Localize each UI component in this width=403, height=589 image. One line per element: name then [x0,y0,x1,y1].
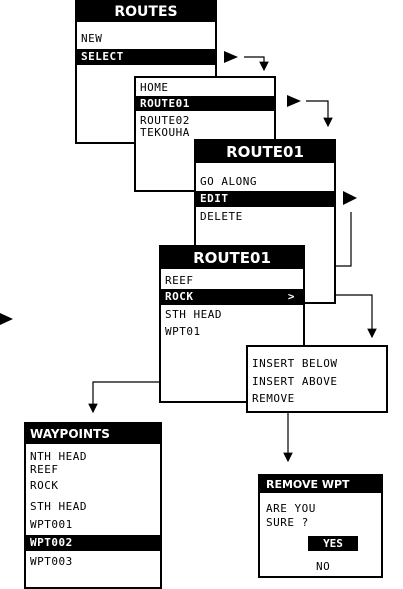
waypoint-item-rock-label: ROCK [165,290,194,303]
waypoint-row-wpt001[interactable]: WPT001 [30,518,73,531]
pointer-left-edge [0,313,13,325]
pointer-select [224,51,238,63]
chevron-right-icon: > [287,290,295,303]
waypoints-screen: WAYPOINTS NTH HEAD REEF ROCK STH HEAD WP… [24,422,162,589]
waypoint-row-reef[interactable]: REEF [30,463,59,476]
waypoint-item-wpt01[interactable]: WPT01 [165,325,201,338]
waypoint-row-rock[interactable]: ROCK [30,479,59,492]
waypoint-row-nth-head[interactable]: NTH HEAD [30,450,87,463]
menu-item-go-along[interactable]: GO ALONG [200,175,257,188]
confirm-question-line1: ARE YOU [266,502,316,515]
remove-wpt-screen: REMOVE WPT ARE YOU SURE ? YES NO [258,474,383,578]
waypoint-row-sth-head[interactable]: STH HEAD [30,500,87,513]
route-item-tekouha[interactable]: TEKOUHA [140,126,190,139]
menu-item-insert-above[interactable]: INSERT ABOVE [252,375,338,388]
arrow-route-to-menu [306,100,333,128]
waypoint-item-reef[interactable]: REEF [165,274,194,287]
confirm-question-line2: SURE ? [266,516,309,529]
menu-item-select[interactable]: SELECT [77,49,215,65]
yes-button[interactable]: YES [308,536,358,551]
waypoint-row-wpt002[interactable]: WPT002 [26,535,160,551]
route-item-route01[interactable]: ROUTE01 [136,96,274,111]
route-item-home[interactable]: HOME [140,81,169,94]
remove-wpt-title: REMOVE WPT [260,476,381,493]
menu-item-insert-below[interactable]: INSERT BELOW [252,357,338,370]
menu-item-edit[interactable]: EDIT [196,191,334,207]
menu-item-new[interactable]: NEW [81,32,103,45]
insert-menu-screen: INSERT BELOW INSERT ABOVE REMOVE [246,345,388,413]
route-menu-title: ROUTE01 [196,141,334,163]
waypoint-row-wpt003[interactable]: WPT003 [30,555,73,568]
routes-title: ROUTES [77,2,215,22]
waypoints-title: WAYPOINTS [26,424,160,444]
pointer-route01 [287,95,301,107]
waypoint-item-sth-head[interactable]: STH HEAD [165,308,222,321]
menu-item-remove[interactable]: REMOVE [252,392,295,405]
route-edit-title: ROUTE01 [161,247,303,269]
no-button[interactable]: NO [316,560,331,573]
arrow-select-to-list [244,56,269,72]
arrow-rock-to-insert [324,294,377,339]
waypoint-item-rock[interactable]: ROCK > [161,289,303,305]
pointer-edit [343,191,357,205]
menu-item-delete[interactable]: DELETE [200,210,243,223]
route-item-route02[interactable]: ROUTE02 [140,114,190,127]
